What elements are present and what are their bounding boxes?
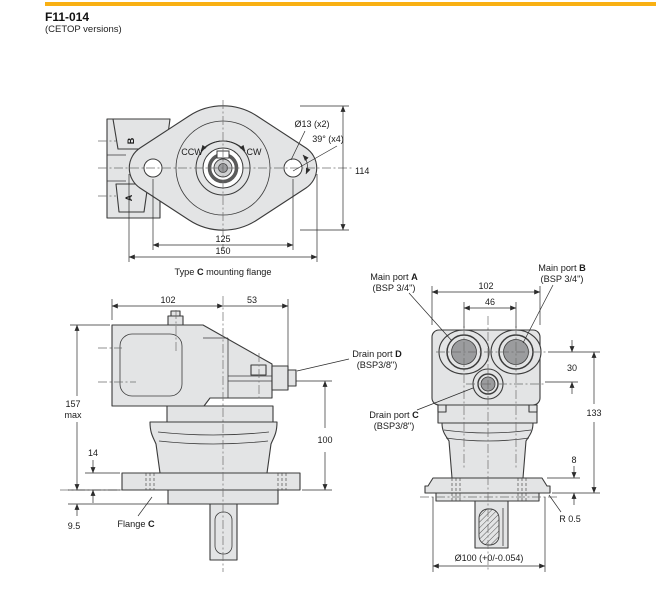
side-dimensions (68, 299, 332, 517)
drain-port-d-spec: (BSP3/8") (357, 360, 398, 370)
drain-port-c-label: Drain port C (369, 410, 419, 420)
flange-caption: Type C mounting flange (174, 267, 271, 277)
accent-bar (45, 2, 656, 6)
end-centerlines (420, 316, 558, 572)
page-title: F11-014 (45, 10, 90, 24)
side-view: 102 53 157 max 14 9.5 100 Flange C (60, 295, 333, 572)
dim-157-max-label: max (64, 410, 82, 420)
dim-shaft-label: Ø100 (+0/-0.054) (455, 553, 524, 563)
end-view: 102 46 30 133 8 R 0.5 Ø100 (+0/-0.054) M… (296, 263, 602, 572)
ccw-arrow (200, 140, 221, 152)
housing-bolt-right (250, 364, 267, 376)
valve-housing (111, 324, 273, 407)
end-neck (437, 404, 538, 424)
end-dimensions (296, 284, 600, 572)
dim-30-label: 30 (567, 363, 577, 373)
dim-150-label: 150 (215, 246, 230, 256)
end-flange (424, 477, 551, 494)
dim-102-end-label: 102 (478, 281, 493, 291)
drain-port-d-label: Drain port D (352, 349, 402, 359)
mounting-flange (121, 472, 301, 491)
main-port-b-spec: (BSP 3/4") (541, 274, 584, 284)
port-b-letter: B (126, 137, 136, 144)
main-port-b-label: Main port B (538, 263, 586, 273)
drain-port-c-spec: (BSP3/8") (374, 421, 415, 431)
end-flange-bolt-dashes (451, 478, 527, 501)
neck (166, 405, 274, 423)
drain-cap-d (287, 369, 297, 387)
dim-100-label: 100 (317, 435, 332, 445)
dim-102-side-label: 102 (160, 295, 175, 305)
dim-9-5-label: 9.5 (68, 521, 81, 531)
housing-cutout (119, 333, 183, 397)
shaft-spline (478, 508, 500, 546)
dim-114-label: 114 (355, 166, 369, 176)
cw-label: CW (247, 147, 262, 157)
housing-bolt-top (167, 315, 184, 326)
dim-125-label: 125 (215, 234, 230, 244)
dim-46-label: 46 (485, 297, 495, 307)
flange-bolt-dashes (145, 473, 287, 490)
main-port-a-label: Main port A (370, 272, 418, 282)
dim-133-label: 133 (586, 408, 601, 418)
dim-8-label: 8 (571, 455, 576, 465)
ccw-label: CCW (181, 147, 203, 157)
flange-view: CCW CW B A (98, 100, 369, 277)
dim-157-label: 157 (65, 399, 80, 409)
cw-arrow (225, 140, 246, 152)
shaft-keyway-slot (214, 511, 233, 555)
output-shaft-side (209, 503, 238, 561)
dim-14-label: 14 (88, 448, 98, 458)
dim-53-label: 53 (247, 295, 257, 305)
flange-dimensions (128, 105, 349, 262)
dim-angle-label: 39° (x4) (312, 134, 344, 144)
dim-r05-label: R 0.5 (559, 514, 581, 524)
dim-hole-label: Ø13 (x2) (294, 119, 329, 129)
flange-c-label: Flange C (117, 519, 155, 529)
drain-boss-d (271, 365, 289, 391)
page-subtitle: (CETOP versions) (45, 24, 122, 35)
main-port-a-spec: (BSP 3/4") (373, 283, 416, 293)
motor-barrel (149, 421, 278, 474)
